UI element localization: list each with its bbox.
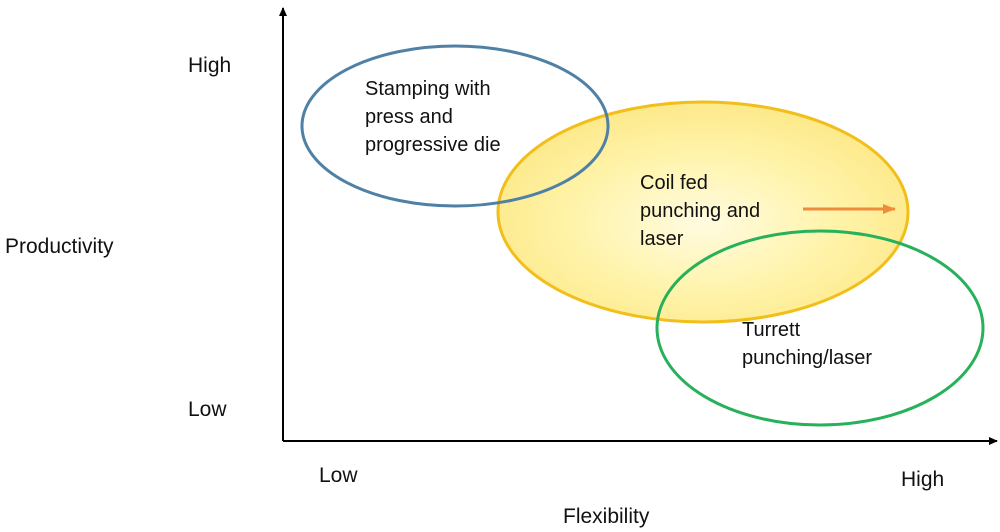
y-axis-low-label: Low xyxy=(188,398,227,421)
y-axis-high-label: High xyxy=(188,54,232,77)
turret-region-label: Turrett punching/laser xyxy=(742,316,872,372)
stamping-label-line: progressive die xyxy=(365,134,501,156)
x-axis-high-label: High xyxy=(901,468,945,491)
turret-label-line: punching/laser xyxy=(742,347,873,369)
coil-label-line: punching and xyxy=(640,200,761,222)
coil-label-line: Coil fed xyxy=(640,172,708,194)
turret-label-line: Turrett xyxy=(742,319,801,341)
stamping-region-ellipse xyxy=(300,44,610,208)
coil-region-label: Coil fed punching and laser xyxy=(640,169,760,253)
coil-label-line: laser xyxy=(640,228,684,250)
stamping-label-line: Stamping with xyxy=(365,78,491,100)
stamping-region-label: Stamping with press and progressive die xyxy=(365,75,501,159)
stamping-label-line: press and xyxy=(365,106,453,128)
y-axis-title: Productivity xyxy=(5,235,114,258)
turret-region-ellipse xyxy=(655,229,985,427)
x-axis-low-label: Low xyxy=(319,464,358,487)
coil-region-ellipse xyxy=(496,100,910,324)
x-axis-title: Flexibility xyxy=(563,505,650,528)
